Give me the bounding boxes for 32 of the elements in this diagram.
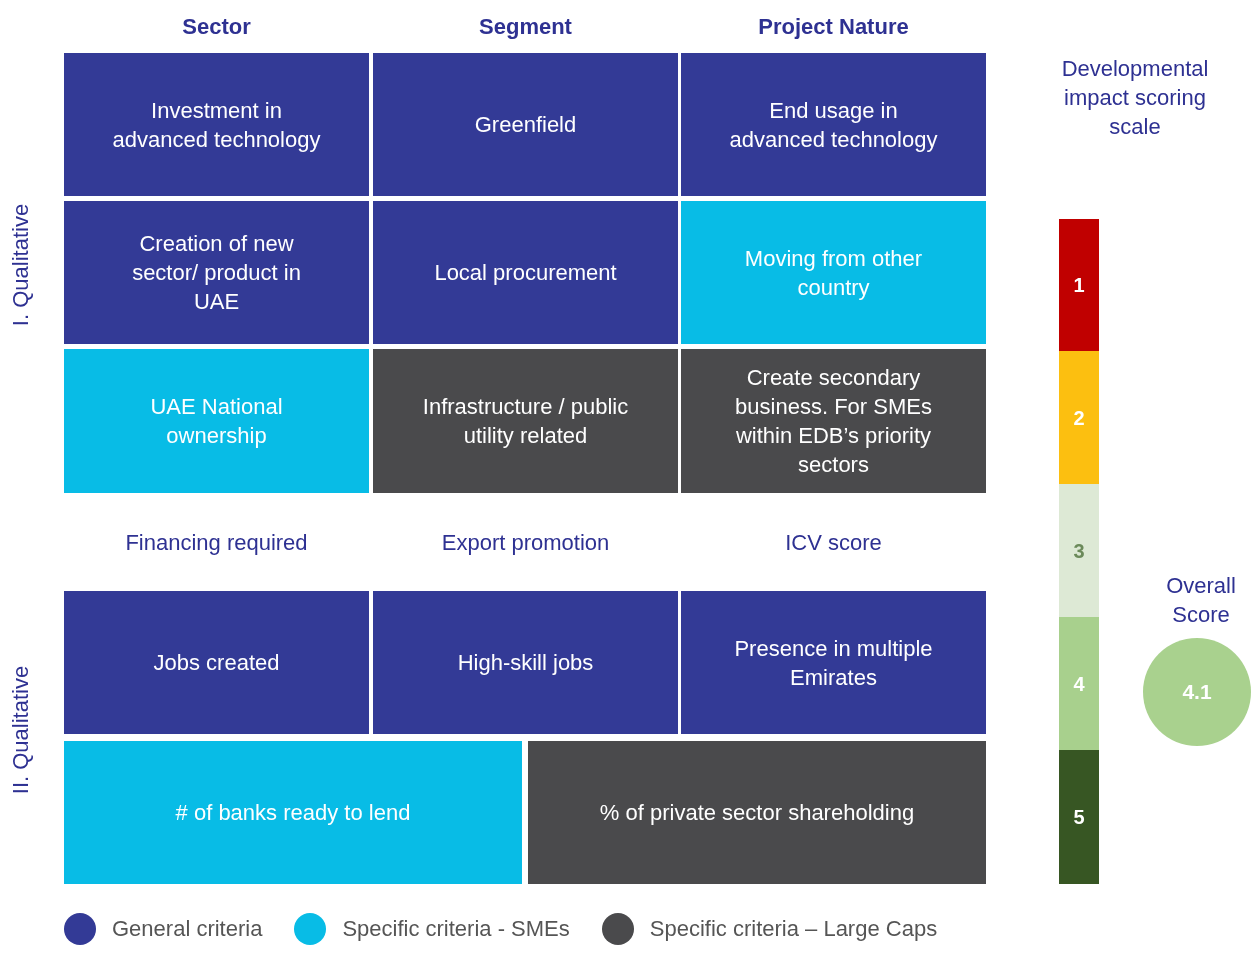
scale-segment: 1 xyxy=(1059,219,1099,351)
scale-title: Developmental impact scoring scale xyxy=(1060,55,1210,141)
scale-segment: 5 xyxy=(1059,750,1099,884)
legend-label: Specific criteria – Large Caps xyxy=(649,915,938,943)
scale-segment: 4 xyxy=(1059,617,1099,750)
legend-label: Specific criteria - SMEs xyxy=(342,915,570,943)
scale-segment: 2 xyxy=(1059,351,1099,484)
criteria-label: Financing required xyxy=(124,529,309,557)
criteria-cell: End usage in advanced technology xyxy=(681,53,986,196)
criteria-cell: Moving from other country xyxy=(681,201,986,344)
criteria-label: Export promotion xyxy=(440,529,611,557)
criteria-cell: Investment in advanced technology xyxy=(64,53,369,196)
column-header: Project Nature xyxy=(757,13,910,41)
criteria-cell: High-skill jobs xyxy=(373,591,678,734)
criteria-cell: Creation of new sector/ product in UAE xyxy=(64,201,369,344)
criteria-cell: % of private sector shareholding xyxy=(528,741,986,884)
criteria-cell: Infrastructure / public utility related xyxy=(373,349,678,493)
criteria-cell: Greenfield xyxy=(373,53,678,196)
criteria-cell: # of banks ready to lend xyxy=(64,741,522,884)
criteria-label: ICV score xyxy=(784,529,883,557)
section-label: II. Qualitative xyxy=(6,665,34,795)
section-label: I. Qualitative xyxy=(6,203,34,327)
criteria-cell: Local procurement xyxy=(373,201,678,344)
column-header: Sector xyxy=(181,13,252,41)
scale-segment: 3 xyxy=(1059,484,1099,617)
criteria-cell: Presence in multiple Emirates xyxy=(681,591,986,734)
criteria-cell: Create secondary business. For SMEs within EDB’s priority sectors xyxy=(681,349,986,493)
column-header: Segment xyxy=(478,13,573,41)
score-caption: Overall Score xyxy=(1165,572,1237,629)
criteria-cell: UAE National ownership xyxy=(64,349,369,493)
criteria-cell: Jobs created xyxy=(64,591,369,734)
legend-label: General criteria xyxy=(112,915,263,943)
